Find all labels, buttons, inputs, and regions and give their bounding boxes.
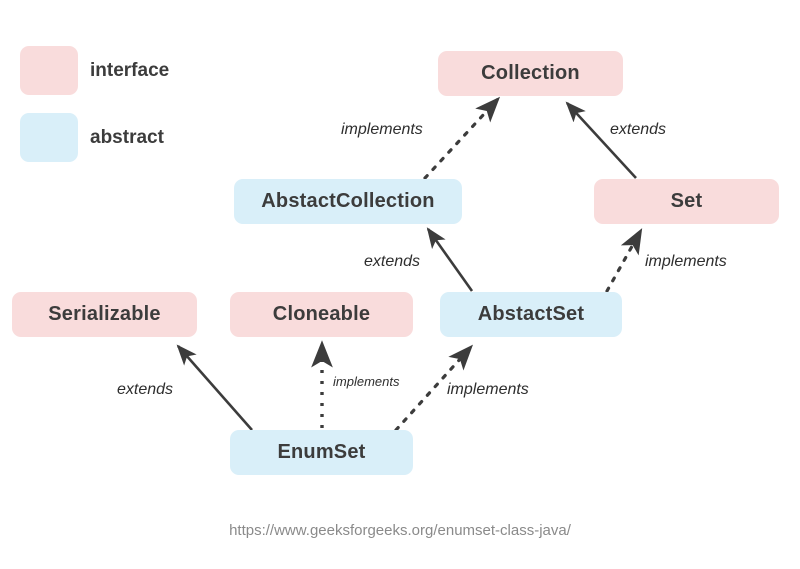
edge-abstactset-extends-abstactcollection (426, 227, 474, 292)
edge-enumset-extends-serializable (176, 344, 253, 431)
legend-swatch-abstract (20, 113, 78, 162)
edge-label-abstactset-extends-abstactcollection: extends (364, 253, 421, 270)
node-abstactset[interactable]: AbstactSet (440, 292, 622, 337)
legend-label-abstract: abstract (90, 127, 164, 148)
edge-set-extends-collection (565, 101, 637, 179)
edge-label-abstactcollection-implements-collection: implements (341, 121, 423, 138)
node-abstactcollection[interactable]: AbstactCollection (234, 179, 462, 224)
edge-abstactset-implements-set (605, 228, 643, 293)
node-serializable[interactable]: Serializable (12, 292, 197, 337)
node-set[interactable]: Set (594, 179, 779, 224)
legend-swatch-interface (20, 46, 78, 95)
edge-label-enumset-implements-cloneable: implements (333, 374, 400, 389)
legend-label-interface: interface (90, 60, 170, 81)
node-enumset[interactable]: EnumSet (230, 430, 413, 475)
node-collection[interactable]: Collection (438, 51, 623, 96)
edge-label-set-extends-collection: extends (610, 121, 667, 138)
source-url: https://www.geeksforgeeks.org/enumset-cl… (229, 522, 571, 539)
edge-label-abstactset-implements-set: implements (645, 253, 727, 270)
edge-label-enumset-implements-abstactset: implements (447, 381, 529, 398)
edge-label-enumset-extends-serializable: extends (117, 381, 174, 398)
node-cloneable[interactable]: Cloneable (230, 292, 413, 337)
edge-abstactcollection-implements-collection (423, 96, 501, 180)
